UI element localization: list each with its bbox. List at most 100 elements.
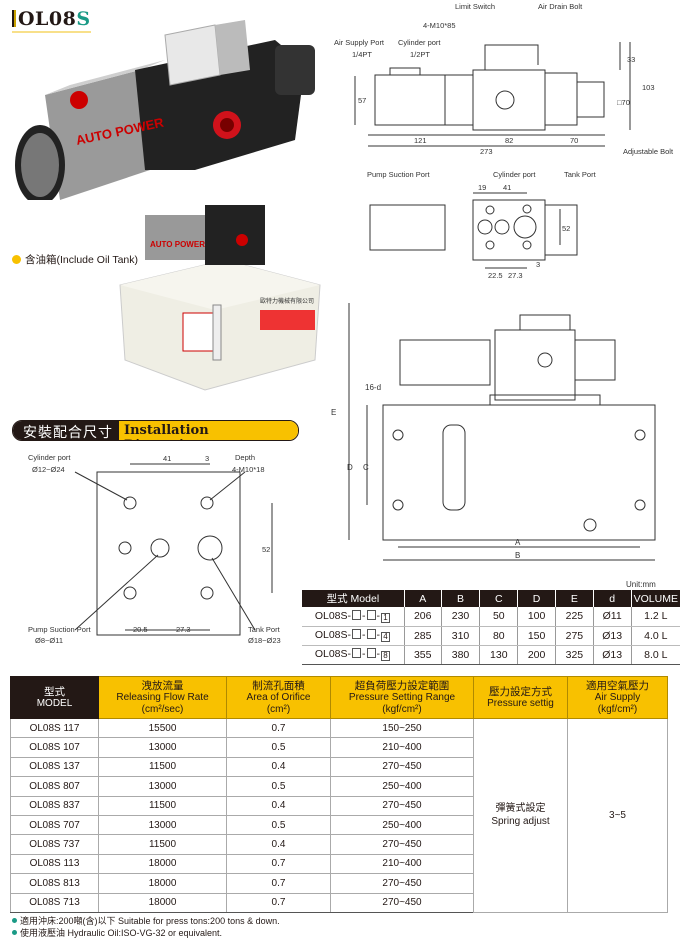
label: 22.5 [488,271,503,280]
cell-flow: 13000 [98,814,227,836]
label: 1 [381,612,390,623]
label: B [515,551,520,560]
label: 57 [358,96,366,105]
cell-orifice: 0.7 [226,853,331,875]
label: Spring adjust [491,816,550,828]
cell-orifice: 0.4 [226,834,331,855]
cell-range: 270~450 [330,795,474,816]
unit-label: Unit:mm [626,580,656,589]
table-header: 型式 Model A B C D E d VOLUME [302,590,680,607]
brand-label: AUTO POWER [150,240,205,249]
notes: 適用沖床:200噸(含)以下 Suitable for press tons:2… [12,915,280,939]
label: 安裝配合尺寸 [13,421,119,440]
note-item: 適用沖床:200噸(含)以下 Suitable for press tons:2… [12,915,280,927]
mounting-drawing: Cylinder port Ø12~Ø24 41 3 Depth 4-M10*1… [28,453,281,645]
cell-model: OL08S 837 [10,795,99,816]
header-cell: d [592,590,632,607]
label: 適用空氣壓力 [586,679,649,692]
label: MODEL [36,697,73,709]
cell-range: 270~450 [330,873,474,894]
label: Pressure Setting Range [348,691,456,703]
label: 洩放流量 [141,679,184,692]
cell-volume: 8.0 L [630,645,680,665]
label: 41 [503,183,511,192]
cell-orifice: 0.5 [226,776,331,797]
label: 273 [480,147,493,156]
cell-range: 250~400 [330,776,474,797]
label: (kgf/cm²) [382,703,422,715]
cell-b: 230 [440,607,480,627]
label: 19 [478,183,486,192]
label: D [347,463,353,472]
cell-flow: 18000 [98,873,227,894]
label: 27.3 [176,625,191,634]
cell-range: 250~400 [330,814,474,836]
page-title: OL08S [12,8,91,33]
cell-a: 285 [403,626,442,646]
header-cell: E [554,590,594,607]
label: 使用液壓油 Hydraulic Oil:ISO-VG-32 or equival… [20,928,223,938]
header-cell: D [517,590,556,607]
label: OL08S- [314,629,351,641]
label: Depth [235,453,255,462]
cell-range: 210~400 [330,737,474,758]
side-view-drawing: Limit Switch Air Drain Bolt 4-M10*85 Air… [334,2,674,156]
cell-flow: 11500 [98,834,227,855]
label: (kgf/cm²) [597,703,638,715]
label: 52 [562,224,570,233]
cell-a: 355 [403,645,442,665]
cell-model: OL08S 107 [10,737,99,758]
label: Area of Orifice [246,691,311,703]
label: Air Supply Port [334,38,385,47]
label: 27.3 [508,271,523,280]
label: Cylinder port [28,453,71,462]
cell-a: 206 [403,607,442,627]
label: 適用沖床:200噸(含)以下 Suitable for press tons:2… [20,916,280,926]
model-cell: OL08S---8 [302,645,405,665]
label: Tank Port [248,625,281,634]
cell-model: OL08S 813 [10,873,99,894]
label: 82 [505,136,513,145]
label: OL08S- [314,648,351,660]
cell-d: 100 [517,607,556,627]
label: Pump Suction Port [28,625,91,634]
label: Air Drain Bolt [538,2,583,11]
top-view-drawing: Pump Suction Port Cylinder port Tank Por… [367,170,597,280]
cell-d: 200 [517,645,556,665]
cell-model: OL08S 707 [10,814,99,836]
model-cell: OL08S---4 [302,626,405,646]
label: Cylinder port [398,38,441,47]
cell-range: 270~450 [330,756,474,778]
cell-d: 150 [517,626,556,646]
label: A [515,538,521,547]
label: C [363,463,369,472]
oil-tank-note: 含油箱(Include Oil Tank) [12,252,138,267]
label: OL08 [18,8,77,30]
label: S [76,8,91,30]
label: 52 [262,545,270,554]
bullet-icon [12,918,17,923]
cell-range: 210~400 [330,853,474,875]
label: 超負荷壓力設定範圍 [354,679,450,692]
label: OL08S- [314,609,351,622]
cell-range: 270~450 [330,834,474,855]
cell-orifice: 0.7 [226,892,331,913]
label: 型式 [44,685,65,698]
label: 4-M10*85 [423,21,456,30]
label: Tank Port [564,170,597,179]
cell-b: 380 [440,645,480,665]
label: 彈簧式設定 [495,803,546,815]
